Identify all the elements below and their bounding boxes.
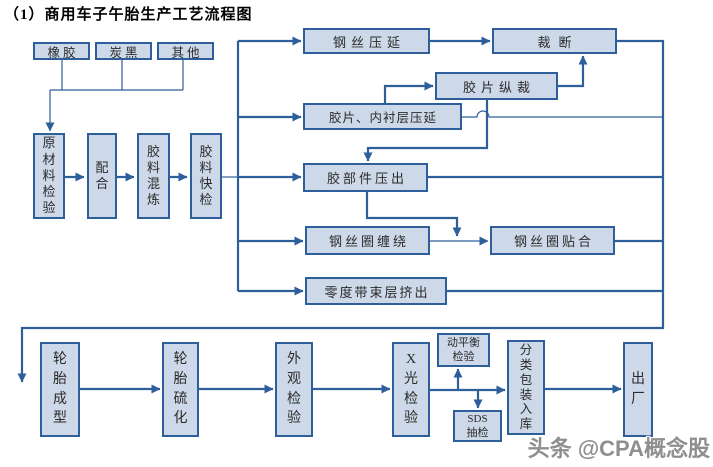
node-label: 配 合	[95, 159, 109, 191]
node-label: 轮 胎 硫 化	[173, 352, 188, 427]
node-label: 动平衡检验	[447, 336, 480, 363]
node-sds-sampling-inspection: SDS抽检	[453, 410, 502, 442]
node-label: 胶部件压出	[326, 171, 407, 186]
node-rubber: 橡胶	[33, 42, 90, 60]
node-raw-material-inspection: 原 材 料 检 验	[33, 133, 65, 219]
node-bead-wire-winding: 钢丝圈缠绕	[305, 226, 430, 255]
node-rubber-quick-check: 胶 料 快 检	[190, 133, 222, 219]
node-label: 钢丝压延	[332, 34, 405, 50]
node-label: 胶 料 快 检	[199, 143, 213, 208]
watermark-text: 头条 @CPA概念股	[527, 436, 710, 461]
node-carbon-black: 炭黑	[95, 42, 152, 60]
node-label: X 光 检 验	[404, 352, 418, 427]
node-film-slitting: 胶片纵裁	[435, 72, 558, 100]
page-title: （1）商用车子午胎生产工艺流程图	[4, 7, 253, 23]
node-rubber-mixing: 胶 料 混 炼	[137, 133, 170, 219]
node-factory-shipment: 出 厂	[623, 342, 653, 437]
node-label: 出 厂	[631, 371, 645, 407]
node-label: 钢丝圈贴合	[513, 234, 594, 249]
node-rubber-component-extrusion: 胶部件压出	[303, 163, 428, 192]
node-tire-building: 轮 胎 成 型	[40, 342, 80, 437]
node-label: 胶片纵裁	[462, 79, 535, 95]
node-other: 其他	[157, 42, 214, 60]
node-label: 钢丝圈缠绕	[328, 234, 409, 249]
node-label: 胶片、内衬层压延	[328, 111, 437, 125]
node-tire-vulcanization: 轮 胎 硫 化	[162, 342, 199, 437]
node-dynamic-balance-inspection: 动平衡检验	[437, 333, 490, 367]
node-label: 外 观 检 验	[287, 352, 301, 427]
node-label: 原 材 料 检 验	[42, 135, 56, 216]
node-zero-degree-belt-extrusion: 零度带束层挤出	[305, 277, 447, 305]
node-compounding: 配 合	[87, 133, 117, 219]
node-film-inner-liner-calendering: 胶片、内衬层压延	[303, 103, 462, 130]
node-label: SDS抽检	[466, 412, 489, 439]
node-label: 裁断	[537, 34, 580, 50]
node-label: 零度带束层挤出	[324, 284, 430, 300]
node-label: 轮 胎 成 型	[53, 352, 67, 427]
node-label: 其他	[171, 45, 203, 60]
node-xray-inspection: X 光 检 验	[392, 342, 430, 437]
node-bead-wire-fitting: 钢丝圈贴合	[490, 226, 615, 255]
node-cutting: 裁断	[492, 28, 617, 54]
node-label: 胶 料 混 炼	[146, 143, 160, 208]
node-label: 橡胶	[47, 45, 79, 60]
node-sorting-packing-warehousing: 分 类 包 装 入 库	[507, 340, 545, 435]
node-appearance-inspection: 外 观 检 验	[275, 342, 313, 437]
node-steel-wire-calendering: 钢丝压延	[303, 28, 430, 54]
node-label: 炭黑	[109, 45, 141, 60]
node-label: 分 类 包 装 入 库	[519, 343, 533, 431]
